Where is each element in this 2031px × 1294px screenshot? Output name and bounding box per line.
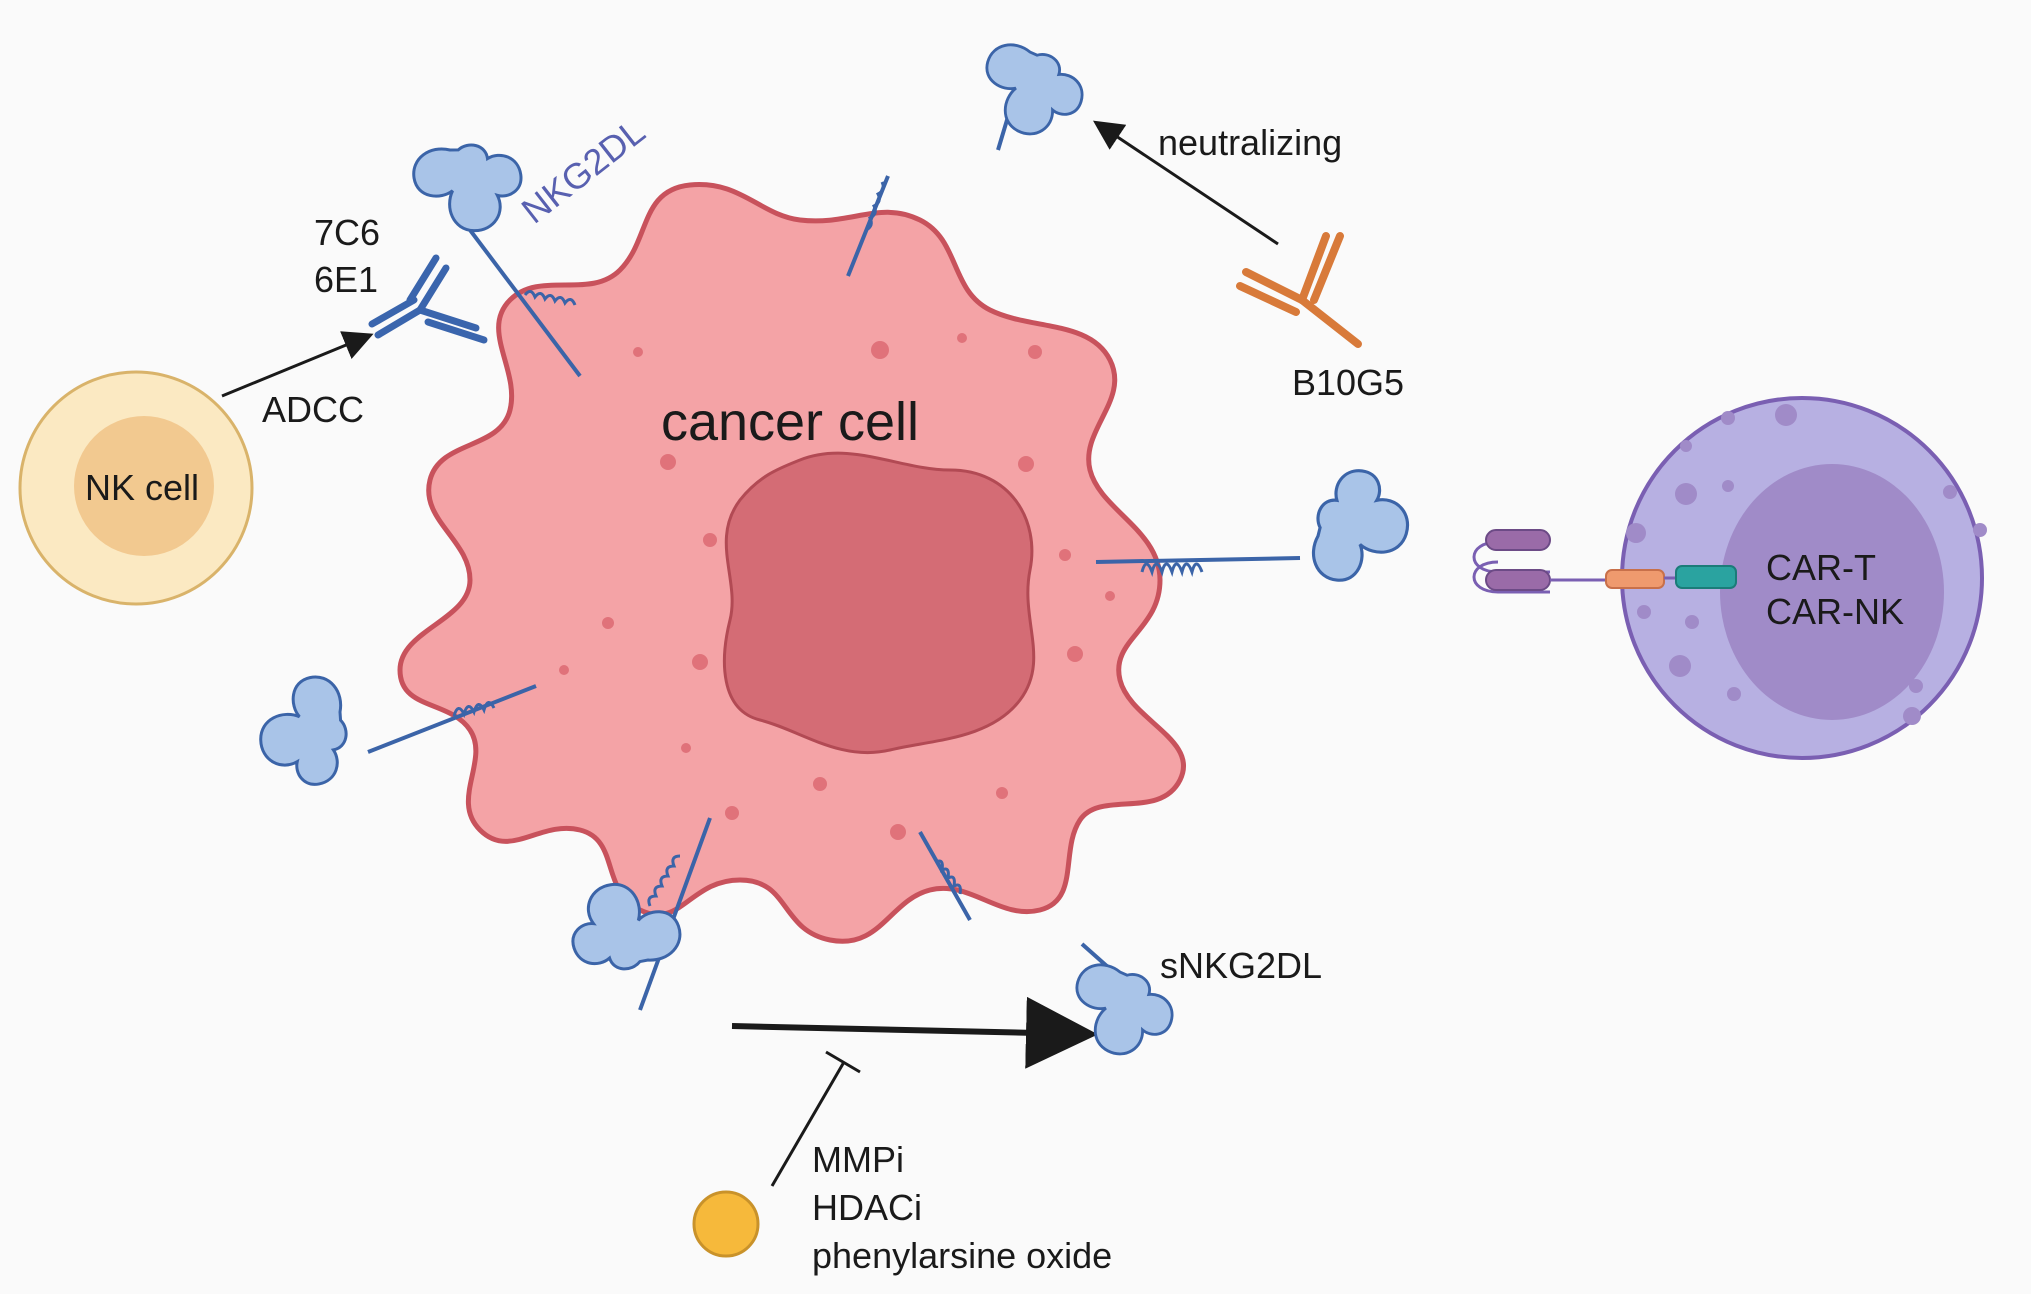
- car-cell-granules: [1626, 404, 1987, 725]
- car-receptor: [1472, 529, 1737, 594]
- antibody-6e1-label: 6E1: [314, 259, 378, 300]
- nk-cell-label: NK cell: [85, 467, 199, 508]
- cancer-cell-label: cancer cell: [661, 392, 919, 452]
- antibody-7c6-6e1: [368, 254, 488, 344]
- car-t-label: CAR-T: [1766, 547, 1876, 588]
- nkg2dl-ligand-bottomright: [918, 831, 972, 921]
- adcc-label: ADCC: [262, 389, 364, 430]
- inhibition-line: [770, 1050, 861, 1187]
- nkg2dl-ligand-bottom: [554, 817, 712, 1011]
- nk-cell-nucleus: [74, 416, 214, 556]
- nkg2dl-ligand-top: [846, 175, 890, 277]
- free-nkg2dl-neutralized: [975, 39, 1091, 151]
- cancer-cell-granules: [559, 333, 1115, 840]
- b10g5-label: B10G5: [1292, 362, 1404, 403]
- adcc-arrow: [221, 331, 374, 398]
- nk-cell: NK cell: [18, 370, 254, 606]
- hdaci-label: HDACi: [812, 1187, 922, 1228]
- nkg2dl-label: NKG2DL: [514, 110, 653, 231]
- cancer-cell: cancer cell: [397, 182, 1186, 944]
- phenylarsine-oxide-label: phenylarsine oxide: [812, 1235, 1112, 1276]
- car-cell-nucleus: [1720, 464, 1944, 720]
- antibody-7c6-label: 7C6: [314, 212, 380, 253]
- inhibitor-compound-icon: [692, 1190, 760, 1258]
- car-cell: CAR-T CAR-NK: [1620, 396, 1987, 760]
- nkg2dl-ligand-left: [244, 669, 537, 799]
- car-nk-label: CAR-NK: [1766, 591, 1904, 632]
- nkg2dl-ligand-topleft: [406, 128, 582, 378]
- snkg2dl-label: sNKG2DL: [1160, 945, 1322, 986]
- shedding-arrow: [731, 996, 1098, 1069]
- neutralizing-arrow: [1093, 120, 1279, 246]
- cancer-cell-nucleus: [722, 451, 1036, 755]
- soluble-nkg2dl: [1065, 942, 1181, 1064]
- nkg2dl-ligand-right: [1095, 469, 1410, 582]
- neutralizing-label: neutralizing: [1158, 122, 1342, 163]
- mmpi-label: MMPi: [812, 1139, 904, 1180]
- antibody-b10g5: [1236, 232, 1362, 348]
